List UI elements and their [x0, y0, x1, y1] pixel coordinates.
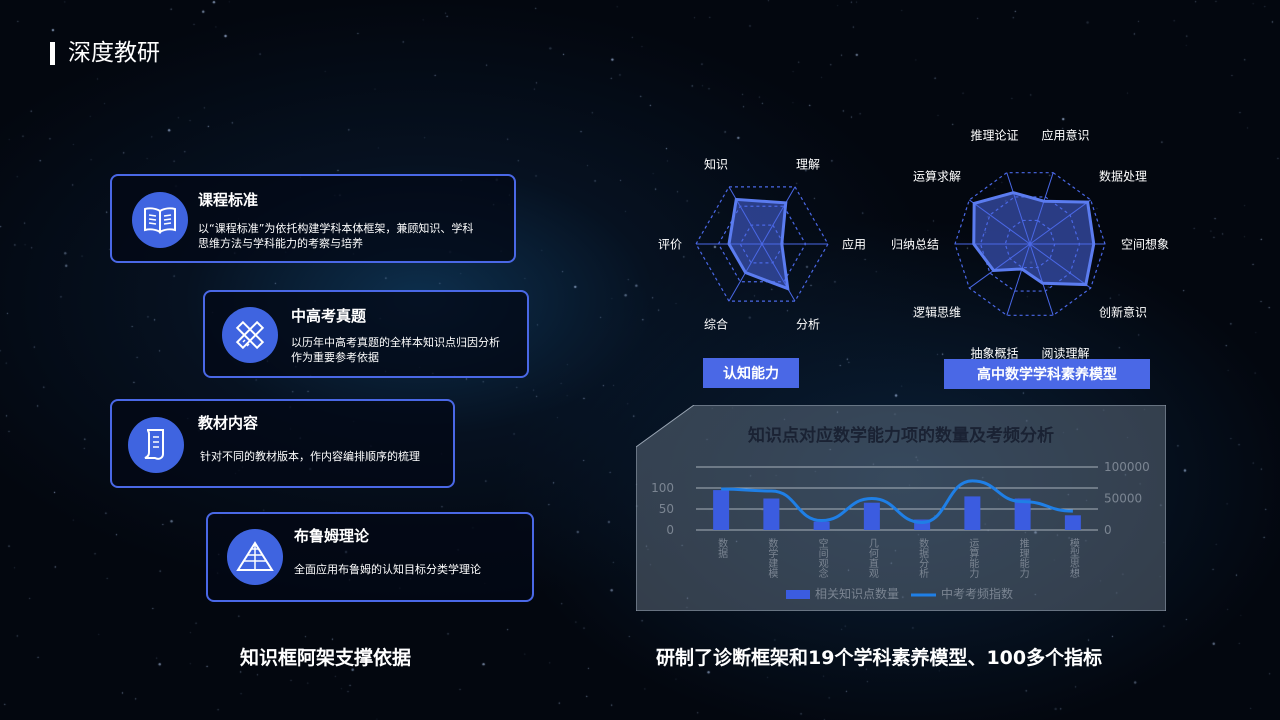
x-tick-label: 空间观念: [816, 537, 828, 578]
bar: [914, 519, 931, 530]
radar-axis-label: 知识: [703, 157, 729, 172]
radar-chart-literacy: [954, 172, 1106, 316]
radar-grid-ring: [954, 172, 1106, 316]
book-icon: [132, 192, 188, 248]
card-title: 布鲁姆理论: [294, 527, 370, 545]
card-description: 以历年中高考真题的全样本知识点归因分析 作为重要参考依据: [291, 336, 500, 364]
card-curriculum-standard: 课程标准 以“课程标准”为依托构建学科本体框架，兼顾知识、学科 思维方法与学科能…: [110, 174, 516, 263]
pencil-ruler-icon: [222, 307, 278, 363]
bar: [1064, 515, 1081, 530]
radar-axis-label: 分析: [795, 317, 821, 332]
y-left-tick: 100: [651, 481, 674, 495]
left-caption: 知识框阿架支撑依据: [240, 647, 412, 669]
card-bloom-theory: 布鲁姆理论 全面应用布鲁姆的认知目标分类学理论: [206, 512, 534, 602]
radar-axis-label: 综合: [703, 317, 729, 332]
radar-axis-label: 运算求解: [912, 169, 961, 184]
card-description: 以“课程标准”为依托构建学科本体框架，兼顾知识、学科 思维方法与学科能力的考察与…: [198, 222, 474, 250]
radar-axis-label: 理解: [795, 157, 821, 172]
card-title: 课程标准: [198, 191, 259, 209]
legend-line-label: 中考考频指数: [941, 586, 1013, 601]
bar: [964, 496, 981, 530]
radar-axis-label: 创新意识: [1099, 305, 1148, 320]
y-left-tick: 50: [659, 502, 674, 516]
x-tick-label: 数据分析: [917, 537, 929, 579]
radar-chart-cognitive: [695, 186, 829, 302]
y-right-tick: 0: [1104, 523, 1112, 537]
x-tick-label: 数学建模: [766, 537, 778, 579]
radar-axis-label: 应用: [841, 237, 867, 252]
y-right-tick: 50000: [1104, 492, 1142, 506]
radar-value-area: [727, 197, 790, 291]
radar-axis-label: 评价: [657, 237, 683, 252]
card-description: 针对不同的教材版本，作内容编排顺序的梳理: [200, 450, 420, 463]
x-tick-label: 推理能力: [1017, 537, 1029, 579]
radar-axis-label: 抽象概括: [970, 346, 1019, 361]
radar-literacy-model: 应用意识数据处理空间想象创新意识阅读理解 抽象概括 逻辑思维 归纳总结 运算求解 推理论证: [880, 128, 1180, 361]
chart-knowledge-ability: 知识点对应数学能力项的数量及考频分析 0 50 100 0 50000 100000 数据 数学…: [636, 405, 1166, 611]
radar-axis-label: 逻辑思维: [912, 305, 961, 320]
bar: [1014, 498, 1031, 530]
pyramid-icon: [227, 529, 283, 585]
title-accent-bar: [50, 42, 55, 65]
bar: [713, 490, 730, 530]
chart-title: 知识点对应数学能力项的数量及考频分析: [747, 425, 1054, 446]
legend-bar-label: 相关知识点数量: [815, 586, 899, 601]
document-icon: [128, 417, 184, 473]
radar-axis-label: 归纳总结: [890, 237, 940, 252]
chart-panel: [636, 405, 1166, 611]
radar-axis-label: 阅读理解: [1041, 346, 1090, 361]
card-title: 教材内容: [198, 414, 259, 432]
radar-button-literacy[interactable]: 高中数学学科素养模型: [944, 359, 1150, 389]
page-title: 深度教研: [68, 40, 160, 66]
x-tick-label: 数据: [716, 537, 728, 559]
radar-axis-label: 应用意识: [1041, 128, 1090, 143]
card-textbook-content: 教材内容 针对不同的教材版本，作内容编排顺序的梳理: [110, 399, 455, 488]
bar: [763, 498, 780, 530]
y-right-tick: 100000: [1104, 460, 1150, 474]
radar-axis-label: 推理论证: [970, 128, 1019, 143]
x-tick-label: 运算能力: [967, 538, 979, 579]
card-title: 中高考真题: [291, 307, 367, 325]
legend-bar-swatch: [786, 590, 810, 599]
card-description: 全面应用布鲁姆的认知目标分类学理论: [294, 563, 481, 576]
radar-value-area: [972, 191, 1096, 287]
radar-axis-label: 空间想象: [1120, 237, 1170, 252]
card-exam-questions: 中高考真题 以历年中高考真题的全样本知识点归因分析 作为重要参考依据: [203, 290, 529, 378]
x-tick-label: 模型思想: [1067, 538, 1079, 578]
right-caption: 研制了诊断框架和19个学科素养模型、100多个指标: [656, 647, 1103, 669]
radar-cognitive-ability: 理解应用分析 综合 评价 知识: [650, 140, 874, 350]
radar-axis-label: 数据处理: [1099, 169, 1148, 184]
radar-button-cognitive[interactable]: 认知能力: [703, 358, 799, 388]
bar-line-chart: 知识点对应数学能力项的数量及考频分析 0 50 100 0 50000 100000 数据 数学…: [636, 405, 1166, 611]
y-left-tick: 0: [666, 523, 674, 537]
bar: [863, 502, 880, 530]
bar: [813, 521, 830, 530]
line-series: [721, 479, 1073, 524]
x-tick-label: 几何直观: [866, 538, 878, 579]
